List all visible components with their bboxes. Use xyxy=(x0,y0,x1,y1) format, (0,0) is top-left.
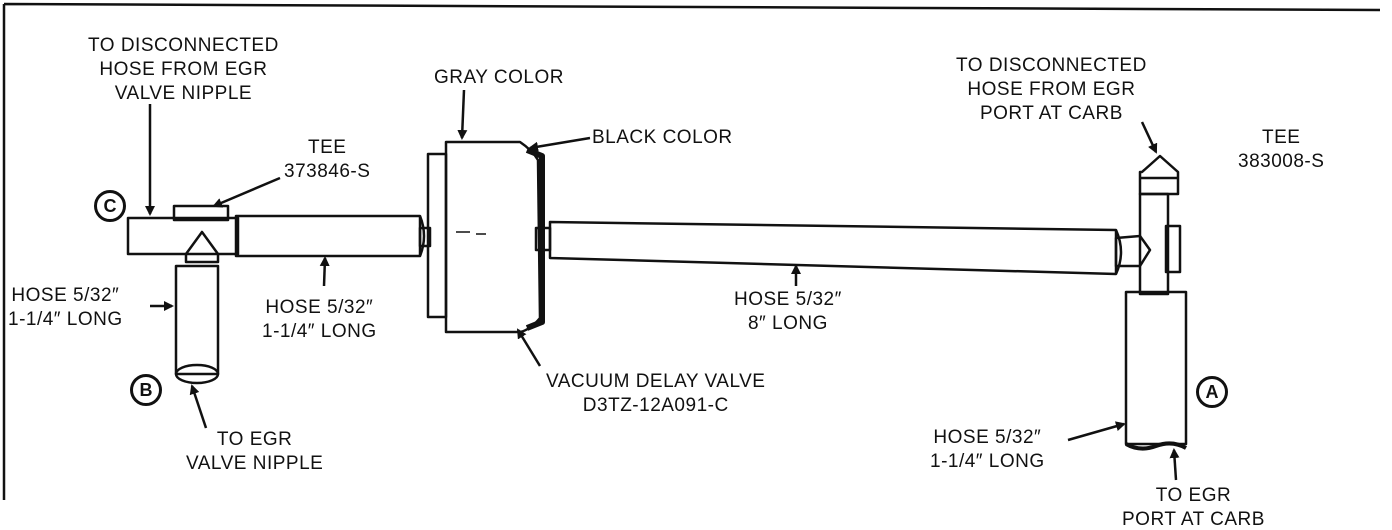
label-black-color: BLACK COLOR xyxy=(592,127,733,148)
label-tee-right: TEE 383008-S xyxy=(1238,127,1325,172)
leader-to-egr-port-carb xyxy=(1169,448,1180,481)
page-border xyxy=(2,2,1381,500)
leader-right-disconnected xyxy=(1140,121,1158,154)
leader-gray-color xyxy=(457,89,468,140)
left-vertical-hose xyxy=(174,264,220,385)
label-gray-color: GRAY COLOR xyxy=(434,67,564,88)
label-hose-left-vertical: HOSE 5/32″ 1-1/4″ LONG xyxy=(8,285,123,330)
vacuum-delay-valve xyxy=(426,140,552,334)
label-left-disconnected-hose: TO DISCONNECTED HOSE FROM EGR VALVE NIPP… xyxy=(88,35,279,104)
left-horizontal-hose xyxy=(234,214,432,258)
label-vacuum-delay-valve: VACUUM DELAY VALVE D3TZ-12A091-C xyxy=(546,371,766,416)
leader-vacuum-delay xyxy=(516,328,542,367)
marker-b: B xyxy=(130,374,162,406)
marker-a: A xyxy=(1196,376,1228,408)
label-to-egr-valve-nipple: TO EGR VALVE NIPPLE xyxy=(186,429,324,474)
marker-c: C xyxy=(94,190,126,222)
leader-hose-right xyxy=(1067,421,1126,442)
left-tee xyxy=(126,204,240,264)
label-hose-right: HOSE 5/32″ 1-1/4″ LONG xyxy=(930,427,1045,472)
middle-hose xyxy=(548,220,1123,276)
label-right-disconnected-hose: TO DISCONNECTED HOSE FROM EGR PORT AT CA… xyxy=(956,55,1147,124)
label-hose-middle: HOSE 5/32″ 8″ LONG xyxy=(734,289,842,334)
leader-black-color xyxy=(528,136,591,152)
label-hose-left-horizontal: HOSE 5/32″ 1-1/4″ LONG xyxy=(262,297,377,342)
right-vertical-hose xyxy=(1124,290,1188,451)
leader-tee-left xyxy=(212,176,281,208)
leader-hose-left-horizontal xyxy=(319,256,330,287)
label-tee-left: TEE 373846-S xyxy=(284,137,371,182)
right-tee xyxy=(1114,154,1182,296)
leader-to-egr-valve-nipple xyxy=(189,384,208,429)
label-to-egr-port-carb: TO EGR PORT AT CARB xyxy=(1122,485,1265,530)
